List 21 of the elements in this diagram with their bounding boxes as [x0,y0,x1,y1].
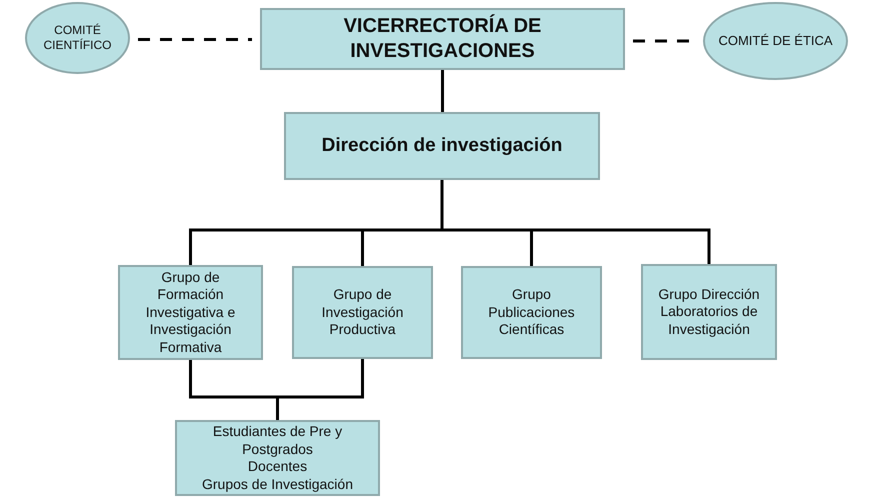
connector-line [138,38,252,41]
node-text: Grupo de Formación Investigativa e Investigación Formativa [144,268,236,356]
node-text: VICERRECTORÍA DE INVESTIGACIONES [342,14,542,64]
process-box [260,8,625,70]
node-text: COMITÉ DE ÉTICA [718,32,833,50]
process-box [118,265,263,360]
node-text: Estudiantes de Pre y Postgrados [212,423,344,458]
process-box [175,420,380,496]
node-text: Grupo Publicaciones Científicas [487,286,576,339]
node-text: Grupo Dirección Laboratorios de Investigación [657,286,761,338]
connector-line [441,70,444,112]
node-text: COMITÉ CIENTÍFICO [42,23,112,53]
process-box [641,264,777,360]
connector-line [440,180,710,264]
process-box [292,266,433,359]
node-text: Grupo de Investigación Productiva [320,286,404,339]
node-text: Dirección de investigación [322,134,562,158]
node-text: Grupos de Investigación [202,476,353,493]
process-box [284,112,600,180]
node-text: Docentes [248,458,308,476]
process-box [461,266,602,359]
